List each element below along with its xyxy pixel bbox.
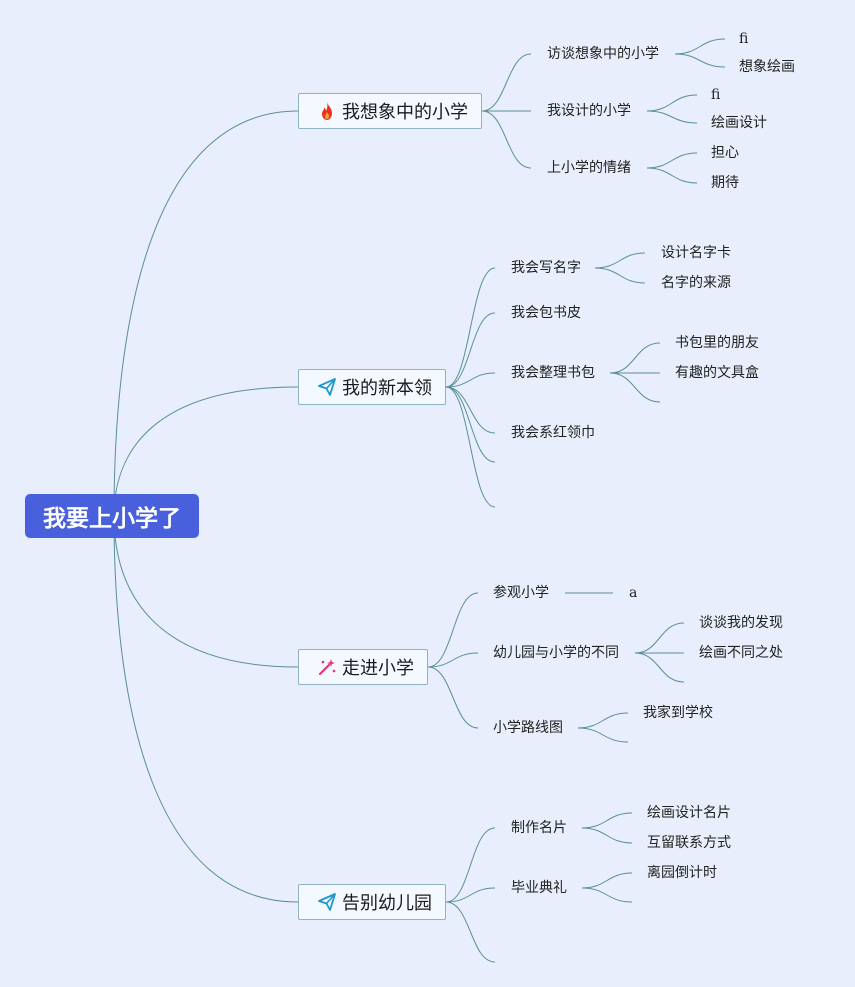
connector-line — [634, 622, 685, 654]
paper-plane-icon — [317, 377, 337, 397]
subtopic[interactable]: 毕业典礼 — [511, 880, 567, 896]
connector-line — [646, 167, 698, 184]
connector-line — [445, 386, 496, 463]
branch-topic-visit-school[interactable]: 走进小学 — [298, 649, 428, 685]
connector-line — [113, 386, 299, 517]
connector-line — [481, 53, 532, 112]
connector-line — [445, 827, 496, 903]
connector-line — [674, 53, 726, 68]
leaf-topic[interactable]: 担心 — [711, 145, 739, 161]
leaf-topic[interactable]: 互留联系方式 — [647, 835, 731, 851]
branch-topic-label: 我的新本领 — [342, 378, 432, 399]
leaf-topic[interactable]: 离园倒计时 — [647, 865, 717, 881]
leaf-topic[interactable]: 我家到学校 — [643, 705, 713, 721]
connector-line — [674, 38, 726, 55]
leaf-topic[interactable]: 绘画不同之处 — [699, 645, 783, 661]
branch-topic-new-skills[interactable]: 我的新本领 — [298, 369, 446, 405]
connector-line — [445, 887, 496, 903]
connector-line — [445, 312, 496, 388]
subtopic[interactable]: 我会系红领巾 — [511, 425, 595, 441]
leaf-topic[interactable]: 书包里的朋友 — [675, 335, 759, 351]
connector-line — [445, 372, 496, 388]
connector-line — [577, 727, 629, 743]
connector-line — [427, 666, 479, 729]
connector-line — [481, 110, 532, 169]
connector-line — [113, 515, 299, 668]
leaf-topic[interactable]: 有趣的文具盒 — [675, 365, 759, 381]
connector-line — [445, 386, 496, 434]
leaf-topic[interactable]: 绘画设计名片 — [647, 805, 731, 821]
root-topic-label: 我要上小学了 — [43, 506, 181, 532]
leaf-topic[interactable]: 想象绘画 — [739, 59, 795, 75]
leaf-topic[interactable]: 绘画设计 — [711, 115, 767, 131]
connector-line — [113, 515, 299, 903]
connector-line — [581, 872, 633, 889]
branch-topic-label: 我想象中的小学 — [342, 102, 468, 123]
connector-line — [646, 110, 698, 124]
connector-line — [445, 267, 496, 388]
connector-line — [581, 812, 633, 829]
leaf-topic[interactable]: fi — [739, 31, 749, 47]
leaf-topic[interactable]: a — [629, 585, 638, 601]
magic-wand-icon — [317, 657, 337, 677]
fire-icon — [317, 101, 337, 121]
connector-line — [594, 267, 646, 284]
connector-line — [445, 386, 496, 508]
connector-line — [427, 592, 479, 668]
connector-line — [646, 152, 698, 169]
leaf-topic[interactable]: 设计名字卡 — [661, 245, 731, 261]
subtopic[interactable]: 小学路线图 — [493, 720, 563, 736]
connector-line — [445, 901, 496, 963]
subtopic[interactable]: 我会写名字 — [511, 260, 581, 276]
leaf-topic[interactable]: 期待 — [711, 175, 739, 191]
connector-line — [113, 110, 299, 517]
connector-line — [594, 252, 646, 269]
subtopic[interactable]: 参观小学 — [493, 585, 549, 601]
subtopic[interactable]: 幼儿园与小学的不同 — [493, 645, 619, 661]
connector-line — [581, 887, 633, 903]
leaf-topic[interactable]: 谈谈我的发现 — [699, 615, 783, 631]
subtopic[interactable]: 制作名片 — [511, 820, 567, 836]
connector-line — [581, 827, 633, 844]
connector-line — [577, 712, 629, 729]
branch-topic-label: 告别幼儿园 — [342, 893, 432, 914]
connector-line — [427, 652, 479, 668]
connector-line — [634, 652, 685, 683]
connector-line — [609, 372, 661, 403]
connector-line — [646, 94, 698, 112]
branch-topic-imagined-school[interactable]: 我想象中的小学 — [298, 93, 482, 129]
leaf-topic[interactable]: 名字的来源 — [661, 275, 731, 291]
subtopic[interactable]: 我会包书皮 — [511, 305, 581, 321]
branch-topic-farewell[interactable]: 告别幼儿园 — [298, 884, 446, 920]
paper-plane-icon — [317, 892, 337, 912]
subtopic[interactable]: 我设计的小学 — [547, 103, 631, 119]
root-topic[interactable]: 我要上小学了 — [25, 494, 199, 538]
subtopic[interactable]: 上小学的情绪 — [547, 160, 631, 176]
subtopic[interactable]: 访谈想象中的小学 — [547, 46, 659, 62]
branch-topic-label: 走进小学 — [342, 658, 414, 679]
subtopic[interactable]: 我会整理书包 — [511, 365, 595, 381]
connector-line — [609, 342, 661, 374]
leaf-topic[interactable]: fi — [711, 87, 721, 103]
